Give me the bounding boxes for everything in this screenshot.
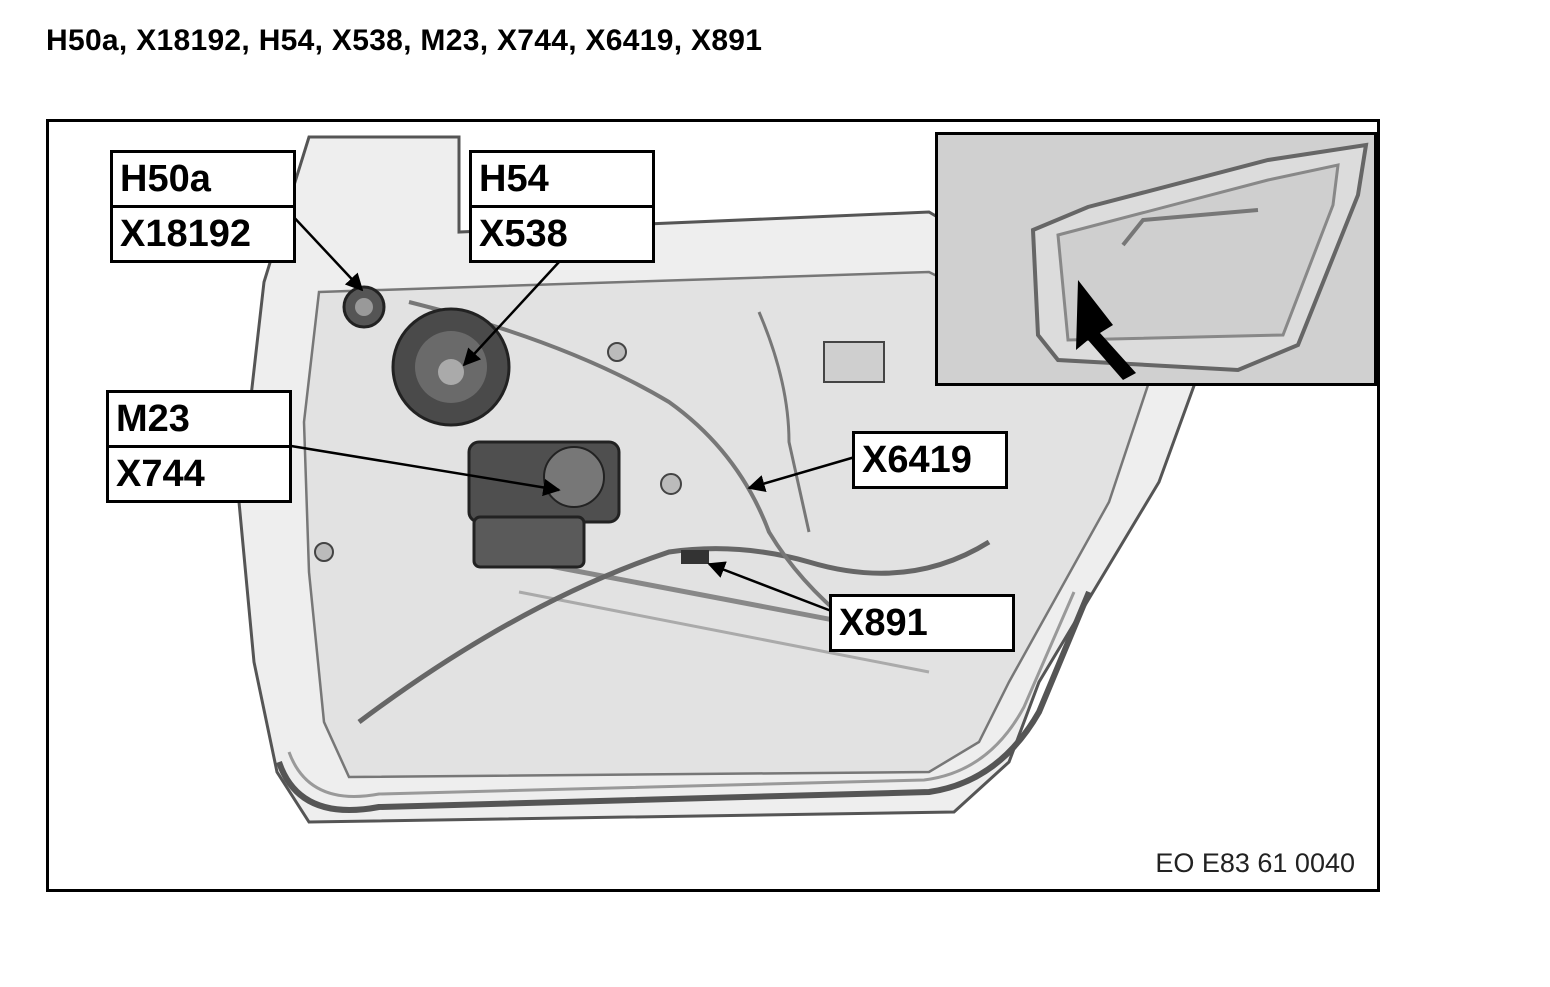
x891-connector-shape bbox=[681, 550, 709, 564]
door-seal-edge bbox=[276, 590, 1092, 813]
locator-arrow-icon bbox=[1076, 280, 1136, 380]
x891-leader bbox=[707, 561, 835, 614]
page-title: H50a, X18192, H54, X538, M23, X744, X641… bbox=[46, 24, 763, 57]
h54-x538-leader bbox=[462, 261, 560, 367]
x6419-leader bbox=[747, 455, 856, 492]
m23-x744-leader bbox=[284, 443, 561, 497]
callout-m23-x744: M23 X744 bbox=[106, 390, 292, 503]
callout-h54-label: H54 bbox=[479, 158, 549, 200]
door-diagram-figure: H50a X18192 H54 X538 M23 X744 X6419 X891… bbox=[46, 119, 1380, 892]
control-module-shape bbox=[823, 341, 885, 383]
callout-x744-label: X744 bbox=[109, 445, 289, 500]
figure-reference-code: EO E83 61 0040 bbox=[1155, 848, 1355, 878]
wiring-harness bbox=[357, 539, 991, 725]
callout-x538-label: X538 bbox=[472, 205, 652, 260]
h50a-x18192-leader bbox=[288, 211, 364, 292]
callout-h50a-label: H50a bbox=[120, 158, 211, 200]
callout-x6419-label: X6419 bbox=[862, 439, 972, 481]
callout-x891-label: X891 bbox=[839, 602, 928, 644]
callout-h50a-x18192: H50a X18192 bbox=[110, 150, 296, 263]
locator-inset bbox=[935, 132, 1377, 386]
callout-x891: X891 bbox=[829, 594, 1015, 652]
callout-h54-x538: H54 X538 bbox=[469, 150, 655, 263]
callout-x18192-label: X18192 bbox=[113, 205, 293, 260]
locator-inset-drawing bbox=[1030, 142, 1369, 380]
callout-x6419: X6419 bbox=[852, 431, 1008, 489]
callout-m23-label: M23 bbox=[116, 398, 190, 440]
